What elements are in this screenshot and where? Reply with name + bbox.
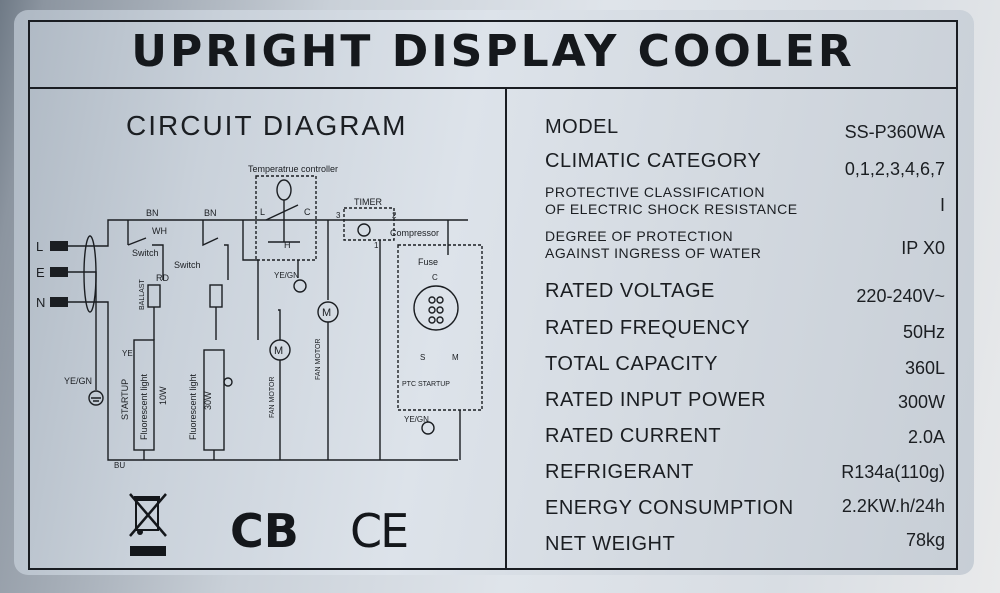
ground-label: YE/GN xyxy=(64,376,92,386)
circuit-diagram: L E N YE/GN BN WH Switch RD BALLAST Fluo… xyxy=(36,164,483,470)
spec-current-value: 2.0A xyxy=(907,427,945,447)
spec-frequency-label: RATED FREQUENCY xyxy=(545,317,750,339)
compressor-label: Compressor xyxy=(390,228,439,238)
controller-ground-label: YE/GN xyxy=(274,271,299,280)
wire-label-bu: BU xyxy=(114,461,125,470)
spec-voltage-value: 220-240V~ xyxy=(856,286,945,306)
lamp-label: Fluorescent light xyxy=(139,373,149,440)
terminal-blocks xyxy=(50,241,68,307)
title-divider xyxy=(28,87,958,89)
startup-label: STARTUP xyxy=(120,379,130,420)
spec-capacity-label: TOTAL CAPACITY xyxy=(545,353,718,375)
ground-symbol xyxy=(88,390,104,406)
column-divider xyxy=(505,88,507,570)
spec-degree-value: IP X0 xyxy=(901,238,945,258)
wire-label-bn: BN xyxy=(146,208,159,218)
timer-label: TIMER xyxy=(354,197,382,207)
spec-weight-label: NET WEIGHT xyxy=(545,533,676,555)
controller-l: L xyxy=(260,207,265,217)
terminal-e-label: E xyxy=(36,265,45,280)
spec-power-label: RATED INPUT POWER xyxy=(545,389,767,411)
compressor-ground-label: YE/GN xyxy=(404,415,429,424)
ballast-label: BALLAST xyxy=(139,279,146,310)
ptc-startup-label: PTC STARTUP xyxy=(402,381,450,388)
spec-degree-label: DEGREE OF PROTECTION AGAINST INGRESS OF … xyxy=(545,228,761,262)
spec-power-value: 300W xyxy=(897,392,945,412)
compressor-s: S xyxy=(420,353,425,362)
temp-controller-label: Temperatrue controller xyxy=(248,164,338,174)
plate-title: UPRIGHT DISPLAY COOLER xyxy=(131,26,855,77)
spec-protective-line2: OF ELECTRIC SHOCK RESISTANCE xyxy=(545,201,798,217)
rating-plate xyxy=(14,10,974,575)
spec-frequency-value: 50Hz xyxy=(902,322,945,342)
svg-text:M: M xyxy=(274,345,283,357)
plate-frame xyxy=(28,20,958,570)
spec-energy-value: 2.2KW.h/24h xyxy=(841,496,945,516)
wire-label-rd: RD xyxy=(156,273,169,283)
timer xyxy=(343,207,395,241)
spec-protective-value: I xyxy=(939,195,945,215)
svg-text:M: M xyxy=(322,307,331,319)
circuit-heading: CIRCUIT DIAGRAM xyxy=(126,110,408,141)
spec-energy-label: ENERGY CONSUMPTION xyxy=(545,497,794,519)
terminal-l-label: L xyxy=(36,239,43,254)
switch-label-2: Switch xyxy=(174,260,201,270)
controller-h: H xyxy=(284,240,291,250)
lamp-wattage-10: 10W xyxy=(158,386,168,405)
spec-voltage-label: RATED VOLTAGE xyxy=(545,280,715,302)
compressor-c: C xyxy=(432,273,438,282)
ballast-2 xyxy=(209,284,223,308)
switch-label: Switch xyxy=(132,248,159,258)
wire-label-wh: WH xyxy=(152,226,167,236)
wire-label-bn-2: BN xyxy=(204,208,217,218)
timer-terminal-2: 2 xyxy=(392,211,397,220)
fan-motor-label: FAN MOTOR xyxy=(269,377,276,418)
timer-terminal-3: 3 xyxy=(336,211,341,220)
spec-refrigerant-value: R134a(110g) xyxy=(841,462,945,482)
compressor-m: M xyxy=(452,353,459,362)
fuse-label: Fuse xyxy=(418,257,438,267)
spec-model-value: SS-P360WA xyxy=(844,122,945,142)
spec-climatic-value: 0,1,2,3,4,6,7 xyxy=(844,159,945,179)
spec-refrigerant-label: REFRIGERANT xyxy=(545,461,694,483)
spec-weight-value: 78kg xyxy=(905,530,945,550)
ballast-1 xyxy=(147,284,161,308)
fan-motor-label-2: FAN MOTOR xyxy=(315,339,322,380)
compressor xyxy=(397,244,483,411)
controller-c: C xyxy=(304,207,311,217)
lamp-wattage-30: 30W xyxy=(203,391,213,410)
spec-protective-line1: PROTECTIVE CLASSIFICATION xyxy=(545,184,765,200)
spec-climatic-label: CLIMATIC CATEGORY xyxy=(545,150,762,172)
lamp-label-2: Fluorescent light xyxy=(188,373,198,440)
spec-current-label: RATED CURRENT xyxy=(545,425,722,447)
cb-mark: CB xyxy=(230,504,299,558)
weee-bin-icon xyxy=(129,493,167,556)
spec-model-label: MODEL xyxy=(545,116,619,138)
spec-capacity-value: 360L xyxy=(904,358,945,378)
ce-mark: CE xyxy=(350,504,409,558)
spec-protective-label: PROTECTIVE CLASSIFICATION OF ELECTRIC SH… xyxy=(545,184,798,218)
spec-degree-line2: AGAINST INGRESS OF WATER xyxy=(545,245,762,261)
wire-label-ye: YE xyxy=(122,349,133,358)
spec-degree-line1: DEGREE OF PROTECTION xyxy=(545,228,734,244)
terminal-n-label: N xyxy=(36,295,45,310)
temperature-controller xyxy=(255,175,317,261)
timer-terminal-1: 1 xyxy=(374,241,379,250)
